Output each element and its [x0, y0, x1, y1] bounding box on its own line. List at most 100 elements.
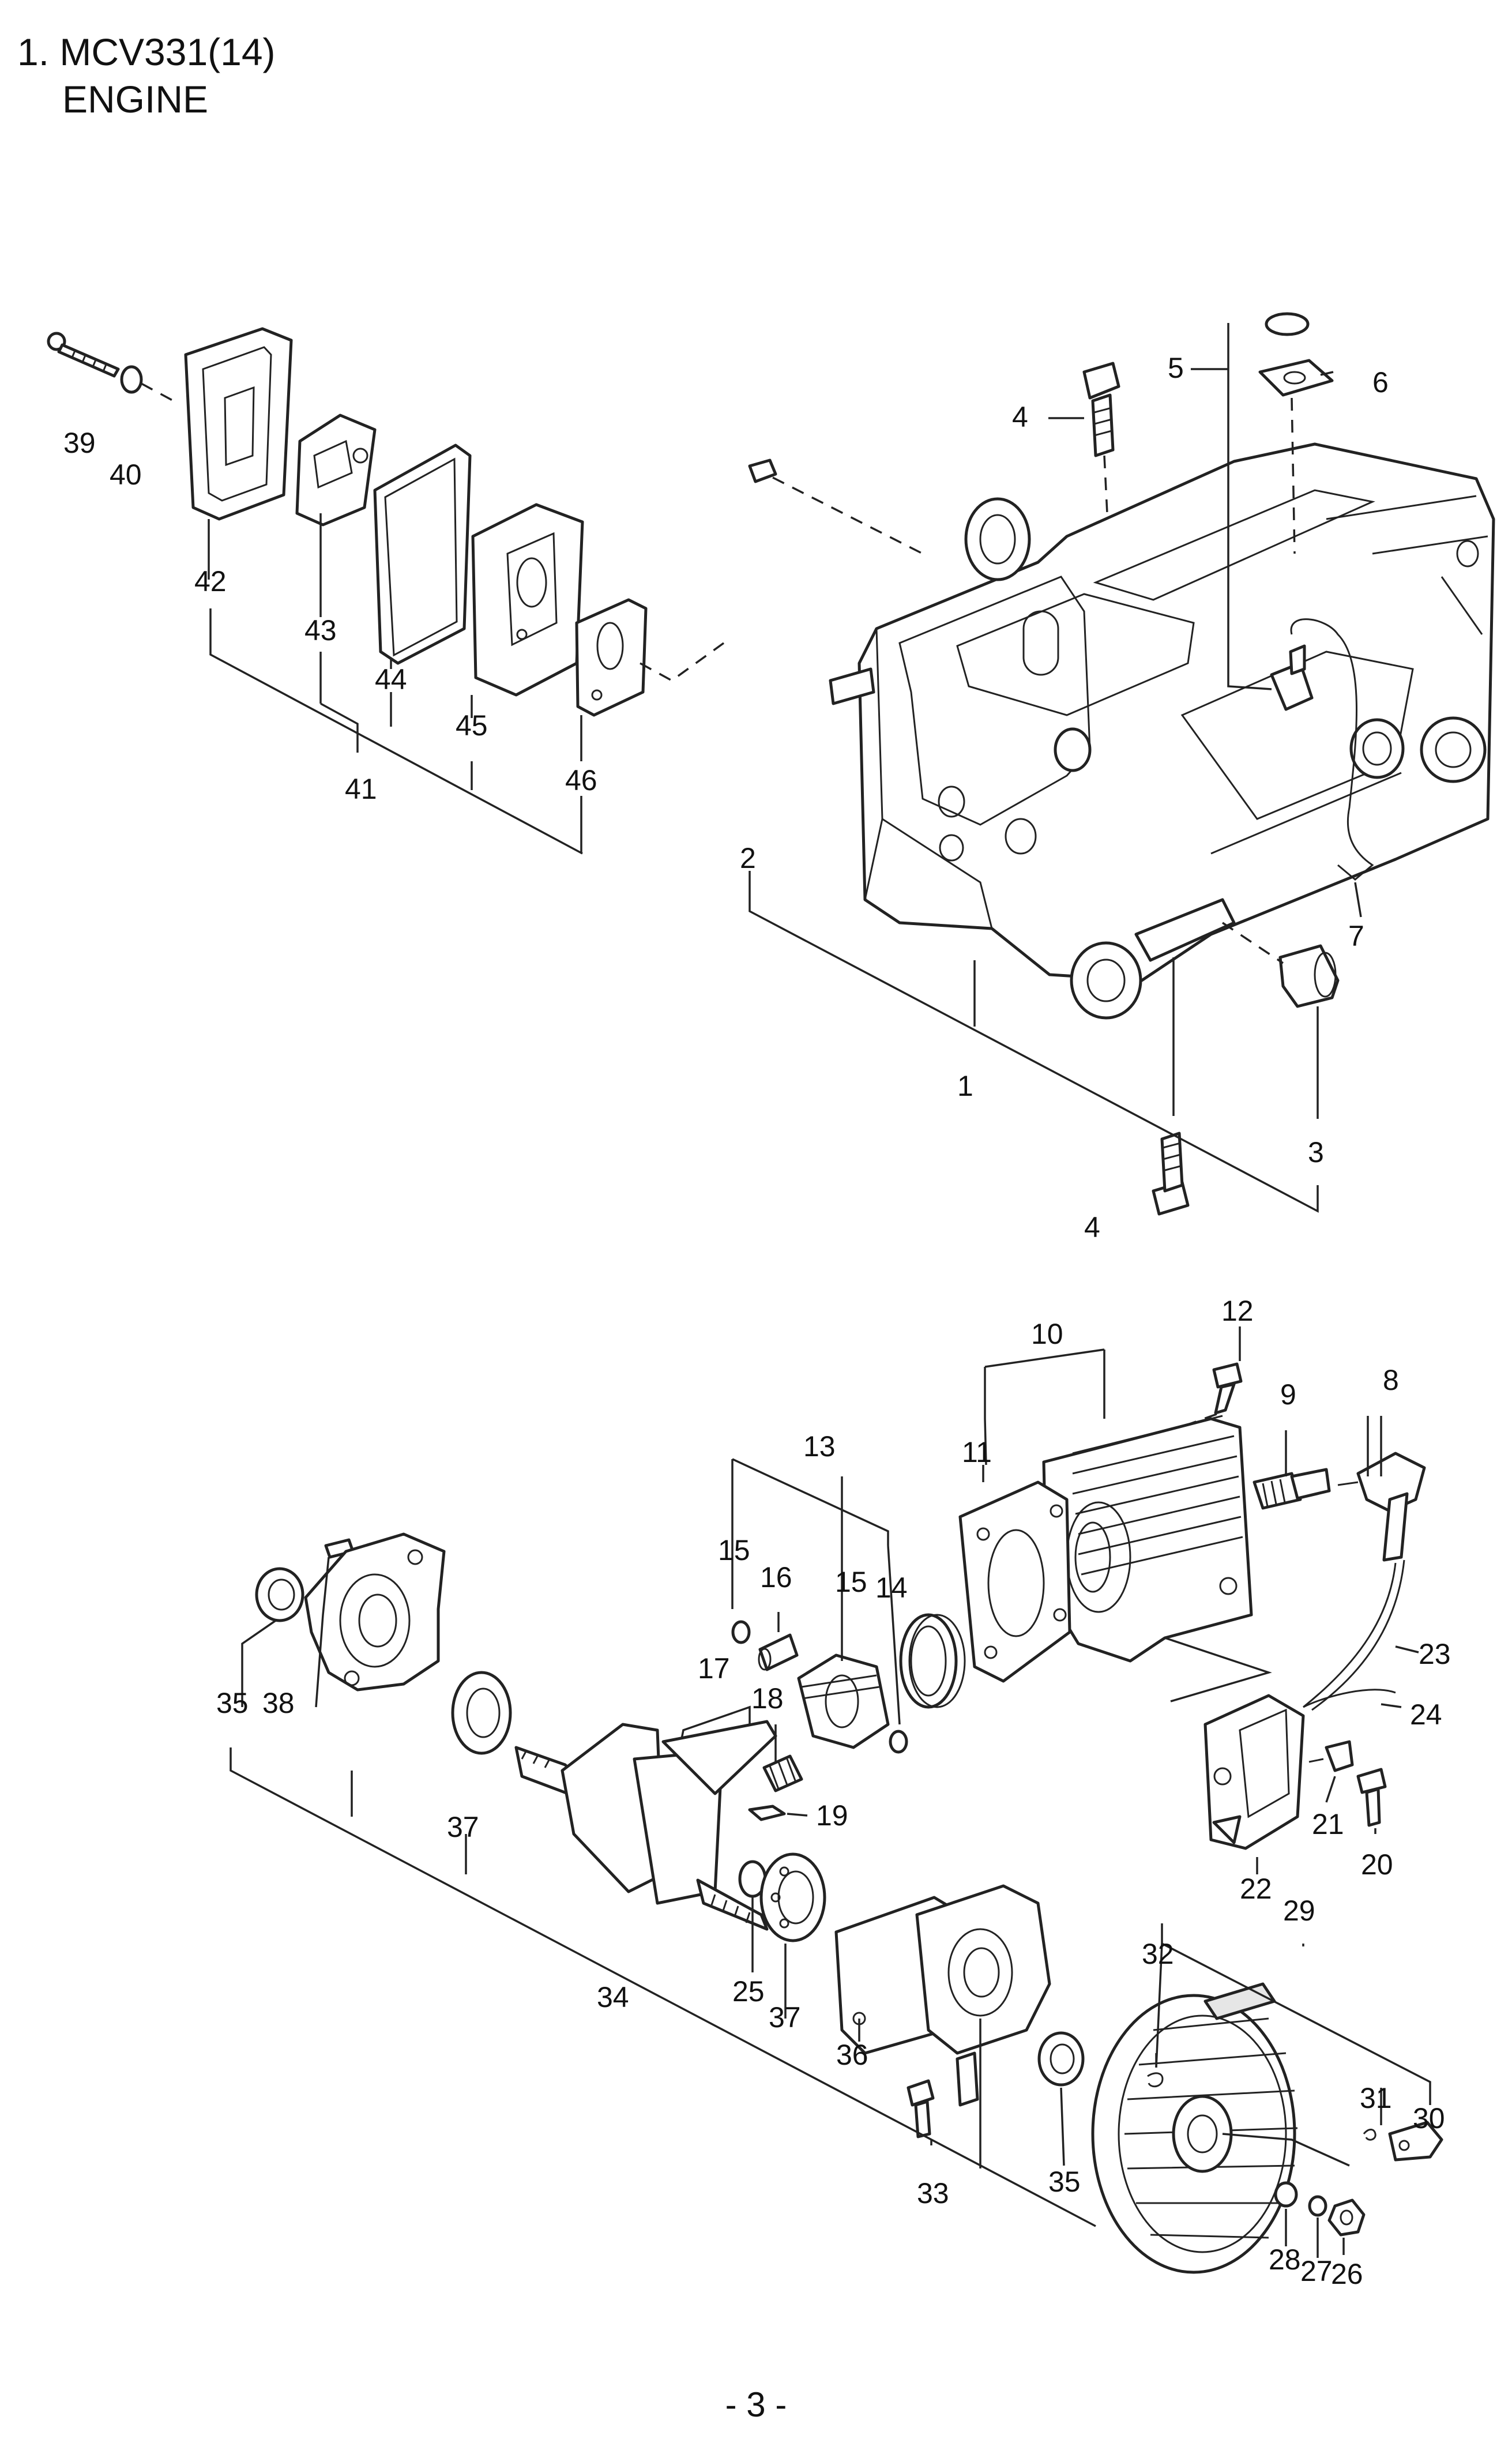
cylinder-part [1042, 1415, 1253, 1663]
stop-switch-wire-part [1290, 618, 1374, 881]
label-part-46: 46 [565, 764, 597, 796]
pawl-spring-part [1363, 2129, 1376, 2141]
label-part-28: 28 [1269, 2243, 1301, 2276]
ground-wire-part [1303, 1689, 1396, 1708]
label-part-34: 34 [597, 1981, 629, 2013]
label-part-5: 5 [1168, 352, 1184, 384]
label-part-38: 38 [262, 1687, 295, 1719]
label-part-35-left: 35 [216, 1687, 249, 1719]
label-part-12: 12 [1221, 1295, 1254, 1327]
ignition-coil-part [1203, 1694, 1305, 1850]
label-part-35-right: 35 [1048, 2166, 1081, 2198]
label-part-17: 17 [698, 1652, 730, 1685]
label-part-15-left: 15 [718, 1534, 750, 1566]
label-part-29: 29 [1283, 1895, 1315, 1927]
label-part-10: 10 [1031, 1318, 1063, 1350]
housing-cushion-part [1278, 944, 1340, 1008]
piston-part [797, 1653, 890, 1749]
label-part-13: 13 [803, 1430, 836, 1463]
label-part-21: 21 [1312, 1808, 1344, 1840]
oil-seal-right-part [1037, 2031, 1085, 2087]
cylinder-gasket-part [958, 1480, 1071, 1683]
label-part-41: 41 [345, 773, 377, 805]
crankcase-right-part [834, 1884, 1051, 2107]
coil-terminal-part [1308, 1740, 1354, 1772]
switch-washer-part [1265, 312, 1310, 336]
label-part-37-right: 37 [769, 2001, 801, 2034]
cylinder-group [958, 1326, 1426, 1874]
piston-pin-part [758, 1633, 799, 1671]
label-part-33: 33 [917, 2177, 949, 2209]
engine-housing-part [829, 442, 1495, 1020]
label-part-43: 43 [304, 614, 337, 647]
frame-cap-part [748, 458, 777, 483]
muffler-cover-part [184, 327, 293, 521]
pawl-part [1388, 2121, 1443, 2162]
diagram-section-title: ENGINE [62, 78, 209, 121]
label-part-6: 6 [1372, 366, 1389, 399]
lower-bolt-part [1152, 1132, 1190, 1216]
cylinder-bolt-part [1212, 1362, 1243, 1415]
label-part-2: 2 [740, 842, 756, 874]
flywheel-part [1091, 1982, 1298, 2274]
flywheel-washer-part [1274, 2181, 1298, 2208]
pawl-clip-part [1147, 2072, 1164, 2088]
label-part-11: 11 [962, 1436, 992, 1468]
muffler-group [47, 327, 725, 855]
label-part-27: 27 [1300, 2255, 1333, 2287]
label-part-19: 19 [816, 1799, 848, 1832]
label-part-14: 14 [875, 1572, 908, 1604]
label-part-24: 24 [1410, 1698, 1442, 1731]
muffler-gasket-part [373, 444, 472, 665]
main-bearing-left-part [451, 1671, 512, 1755]
label-part-15-right: 15 [835, 1566, 867, 1598]
label-part-4-upper: 4 [1012, 401, 1028, 433]
upper-bolt-part [1082, 362, 1120, 457]
label-part-22: 22 [1240, 1873, 1272, 1905]
diagram-model-title: 1. MCV331(14) [17, 31, 276, 73]
label-part-26: 26 [1331, 2258, 1363, 2290]
crank-key-part [748, 1805, 786, 1821]
switch-plate-part [1258, 359, 1334, 397]
label-part-39: 39 [63, 427, 96, 459]
flywheel-group [1091, 1923, 1443, 2274]
piston-crank-group [230, 1458, 1096, 2227]
high-tension-cord-part [1303, 1562, 1397, 1708]
label-part-25: 25 [732, 1975, 765, 2008]
label-part-1: 1 [957, 1070, 973, 1102]
piston-rings-part [899, 1613, 966, 1709]
flywheel-spring-washer-part [1308, 2195, 1327, 2217]
label-part-18: 18 [751, 1682, 784, 1715]
muffler-bolt-part [47, 332, 120, 378]
plug-cap-part [1337, 1452, 1426, 1562]
label-part-30: 30 [1413, 2102, 1445, 2134]
exhaust-gasket-part [575, 598, 648, 717]
main-bearing-right-part [759, 1852, 826, 1942]
stop-switch-part [1270, 644, 1314, 711]
label-part-23: 23 [1419, 1638, 1451, 1670]
oil-seal-left-part [255, 1567, 304, 1622]
muffler-body-part [471, 503, 584, 697]
heat-shield-part [295, 414, 377, 527]
spark-plug-part [1253, 1468, 1331, 1510]
muffler-washer-part [120, 365, 143, 394]
page-number: - 3 - [725, 2385, 787, 2424]
crankcase-left-part [304, 1532, 446, 1692]
label-part-16: 16 [760, 1561, 792, 1593]
piston-clip-part [731, 1620, 751, 1644]
piston-clip-part-2 [889, 1730, 908, 1754]
crankshaft-part [514, 1720, 777, 1931]
label-part-36: 36 [836, 2039, 868, 2071]
label-part-40: 40 [110, 458, 142, 491]
label-part-42: 42 [194, 565, 227, 597]
label-part-9: 9 [1280, 1378, 1296, 1411]
engine-housing-group [748, 312, 1495, 1216]
label-part-20: 20 [1361, 1848, 1393, 1881]
label-part-4-lower: 4 [1084, 1211, 1100, 1243]
label-part-8: 8 [1383, 1364, 1399, 1396]
part-number-labels: 1 2 3 4 4 5 6 7 8 9 10 11 12 13 14 15 15… [63, 352, 1451, 2290]
needle-bearing-part [762, 1754, 803, 1792]
coil-screw-part [1356, 1768, 1387, 1827]
